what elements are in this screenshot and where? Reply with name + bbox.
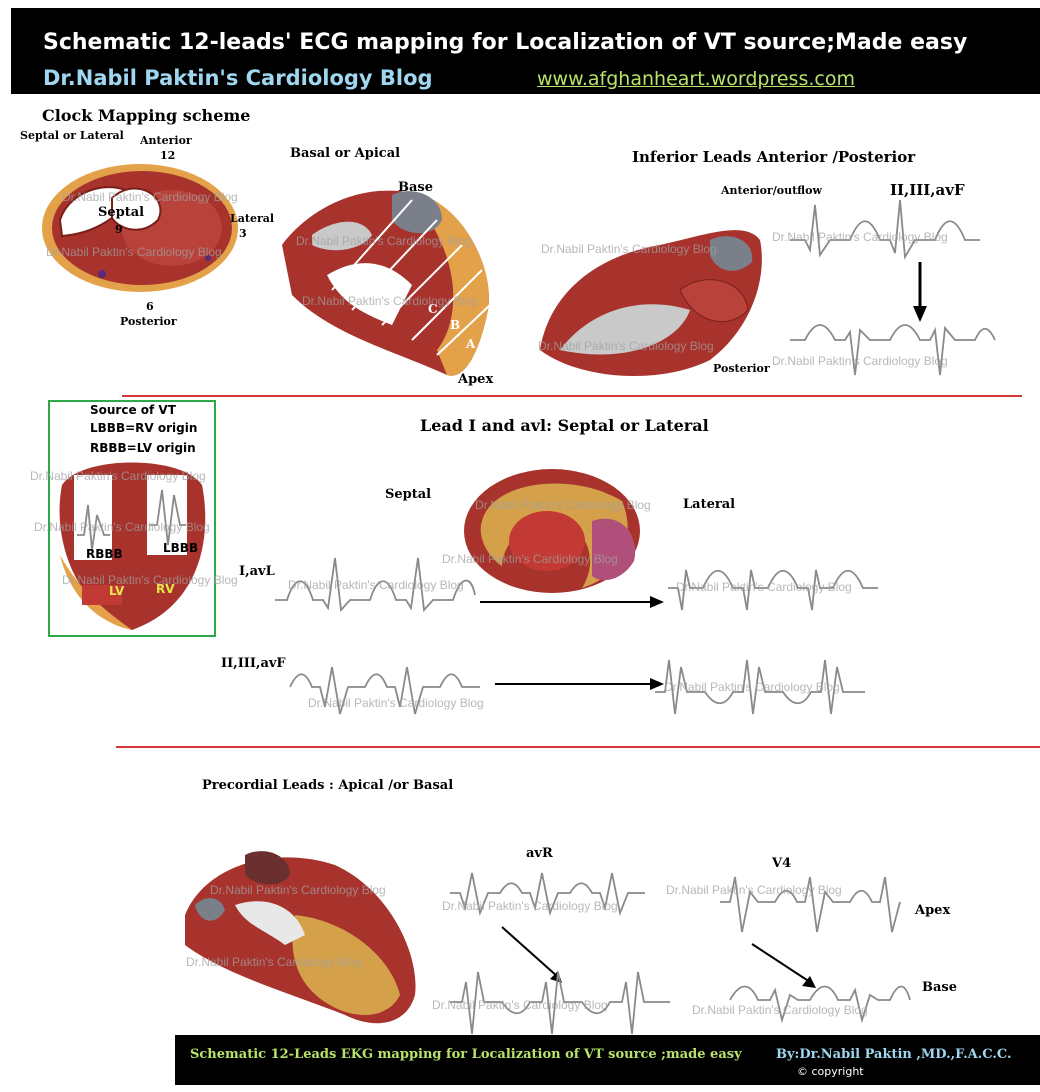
clock-3: 3 [239,227,247,240]
clock-9: 9 [115,223,123,236]
rv-label: RV [156,582,175,596]
clock-septal: Septal [98,205,145,220]
blog-name: Dr.Nabil Paktin's Cardiology Blog [43,66,433,90]
source-rbbb: RBBB=LV origin [90,441,196,455]
lv-label: LV [109,584,125,598]
basal-heart-longaxis [282,190,491,376]
ecg-inferior-right [655,659,865,715]
ecg-inferior-top [790,199,980,260]
watermark: Dr.Nabil Paktin's Cardiology Blog [186,955,362,969]
arrow-diagonal-2 [751,943,816,988]
source-box [48,400,216,637]
ecg-inferior-left [289,666,480,715]
segment-a: A [466,337,476,351]
precordial-apex: Apex [915,903,951,918]
lead1-lateral: Lateral [683,497,736,512]
footer-bar: Schematic 12-Leads EKG mapping for Local… [175,1035,1040,1085]
page-title: Schematic 12-leads' ECG mapping for Loca… [43,30,968,55]
segment-b: B [450,318,461,332]
watermark: Dr.Nabil Paktin's Cardiology Blog [442,552,618,566]
segment-c: C [428,302,438,316]
clock-anterior: Anterior [140,134,192,147]
watermark: Dr.Nabil Paktin's Cardiology Blog [62,190,238,204]
footer-author: By:Dr.Nabil Paktin ,MD.,F.A.C.C. [776,1047,1012,1062]
header-banner: Schematic 12-leads' ECG mapping for Loca… [11,8,1040,94]
basal-apex: Apex [458,372,494,387]
clock-lateral: Lateral [230,212,275,225]
watermark: Dr.Nabil Paktin's Cardiology Blog [664,680,840,694]
watermark: Dr.Nabil Paktin's Cardiology Blog [541,242,717,256]
precordial-title: Precordial Leads : Apical /or Basal [202,778,454,793]
blog-url-link[interactable]: www.afghanheart.wordpress.com [537,68,855,90]
lead1-i-avl: I,avL [239,564,275,579]
section-divider [116,746,1040,748]
watermark: Dr.Nabil Paktin's Cardiology Blog [475,498,651,512]
watermark: Dr.Nabil Paktin's Cardiology Blog [772,230,948,244]
ecg-v4-top [720,876,901,933]
source-lbbb: LBBB=RV origin [90,421,198,435]
inferior-anterior-outflow: Anterior/outflow [721,184,822,197]
clock-septal-or-lateral: Septal or Lateral [20,129,124,142]
arrow-right-1 [480,596,664,608]
lead1-heart-crosssection [464,469,640,593]
basal-title: Basal or Apical [290,146,401,161]
segment-e: E [360,272,370,286]
ecg-lead1-left [275,557,476,613]
inferior-posterior: Posterior [713,362,770,375]
ecg-avr-bottom [450,971,670,1035]
clock-title: Clock Mapping scheme [42,106,251,125]
precordial-heart [185,851,416,1024]
precordial-avr: avR [526,846,553,861]
footer-copyright: © copyright [797,1065,864,1078]
watermark: Dr.Nabil Paktin's Cardiology Blog [538,339,714,353]
watermark: Dr.Nabil Paktin's Cardiology Blog [432,998,608,1012]
watermark: Dr.Nabil Paktin's Cardiology Blog [666,883,842,897]
watermark: Dr.Nabil Paktin's Cardiology Blog [442,899,618,913]
precordial-base: Base [922,980,958,995]
watermark: Dr.Nabil Paktin's Cardiology Blog [288,578,464,592]
lead1-title: Lead I and avl: Septal or Lateral [420,416,709,435]
ecg-lead1-right [668,569,878,611]
section-divider [122,395,1022,397]
clock-heart-crosssection [42,164,238,292]
inferior-title: Inferior Leads Anterior /Posterior [632,148,916,166]
watermark: Dr.Nabil Paktin's Cardiology Blog [296,234,472,248]
clock-6: 6 [146,300,154,313]
watermark: Dr.Nabil Paktin's Cardiology Blog [308,696,484,710]
ecg-inferior-bottom [790,324,996,376]
segment-d: D [388,292,399,306]
source-heart [59,462,206,630]
rbbb-label: RBBB [86,547,123,561]
down-arrow [913,262,927,322]
watermark: Dr.Nabil Paktin's Cardiology Blog [210,883,386,897]
lead1-septal: Septal [385,487,432,502]
lead1-ii-iii-avf: II,III,avF [221,656,286,671]
arrow-right-2 [495,678,664,690]
footer-caption: Schematic 12-Leads EKG mapping for Local… [190,1047,742,1062]
source-title: Source of VT [90,403,176,417]
ecg-v4-bottom [729,985,911,1024]
watermark: Dr.Nabil Paktin's Cardiology Blog [692,1003,868,1017]
watermark: Dr.Nabil Paktin's Cardiology Blog [676,580,852,594]
lbbb-label: LBBB [163,541,199,555]
inferior-heart [540,230,762,377]
inferior-leads: II,III,avF [890,181,965,199]
watermark: Dr.Nabil Paktin's Cardiology Blog [30,469,206,483]
clock-posterior: Posterior [120,315,177,328]
clock-12: 12 [160,149,176,162]
watermark: Dr.Nabil Paktin's Cardiology Blog [34,520,210,534]
ecg-avr-top [450,872,645,917]
watermark: Dr.Nabil Paktin's Cardiology Blog [302,294,478,308]
watermark: Dr.Nabil Paktin's Cardiology Blog [46,245,222,259]
watermark: Dr.Nabil Paktin's Cardiology Blog [772,354,948,368]
precordial-v4: V4 [772,856,792,871]
watermark: Dr.Nabil Paktin's Cardiology Blog [62,573,238,587]
